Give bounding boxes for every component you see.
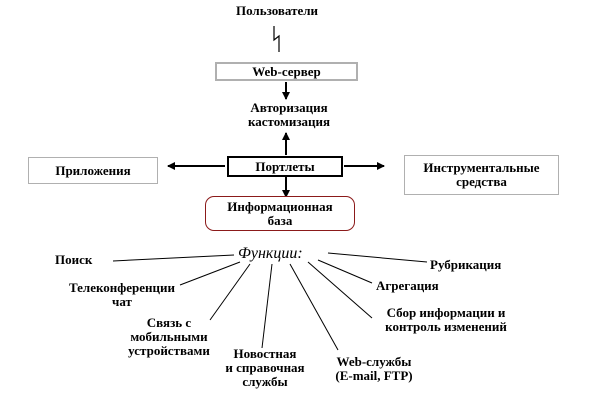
authorization-line-2: кастомизация	[247, 114, 331, 129]
function-news-line-2: и справочная	[225, 360, 305, 375]
function-search: Поиск	[55, 252, 93, 267]
function-web-services-line-2: (E-mail, FTP)	[335, 368, 413, 383]
function-mobile-line-3: устройствами	[128, 343, 210, 358]
function-teleconf-line-2: чат	[112, 294, 132, 309]
portlets-box: Портлеты	[227, 156, 343, 177]
spoke-collection	[307, 261, 373, 319]
function-collection: Сбор информации и контроль изменений	[366, 306, 526, 334]
spoke-search	[112, 254, 235, 262]
web-server-label: Web-сервер	[252, 64, 321, 79]
function-rubrication: Рубрикация	[430, 257, 502, 272]
info-base-box: Информационная база	[205, 196, 355, 231]
spoke-teleconf	[179, 261, 241, 286]
function-web-services: Web-службы (E-mail, FTP)	[318, 355, 430, 383]
tools-line-2: средства	[456, 174, 507, 189]
authorization-line-1: Авторизация	[250, 100, 328, 115]
applications-label: Приложения	[55, 163, 131, 178]
function-mobile-line-2: мобильными	[130, 329, 208, 344]
users-label: Пользователи	[235, 3, 319, 18]
spoke-web-services	[289, 263, 339, 351]
function-aggregation: Агрегация	[376, 278, 439, 293]
web-server-box: Web-сервер	[215, 62, 358, 81]
function-mobile: Связь с мобильными устройствами	[118, 316, 220, 358]
info-base-line-1: Информационная	[227, 199, 333, 214]
tools-box: Инструментальные средства	[404, 155, 559, 195]
spoke-mobile	[209, 263, 251, 321]
users-to-webserver-link	[273, 26, 280, 52]
functions-title: Функции:	[238, 245, 303, 262]
function-collection-line-1: Сбор информации и	[386, 305, 506, 320]
function-teleconf: Телеконференции чат	[57, 281, 187, 309]
spoke-aggregation	[317, 259, 373, 284]
spoke-news	[261, 263, 273, 349]
applications-box: Приложения	[28, 157, 158, 184]
function-mobile-line-1: Связь с	[146, 315, 192, 330]
portlets-label: Портлеты	[255, 159, 315, 174]
function-teleconf-line-1: Телеконференции	[68, 280, 176, 295]
tools-line-1: Инструментальные	[423, 160, 540, 175]
function-news-line-1: Новостная	[233, 346, 297, 361]
function-news-line-3: службы	[242, 374, 288, 389]
info-base-line-2: база	[267, 213, 293, 228]
spoke-rubrication	[327, 252, 428, 263]
function-news: Новостная и справочная службы	[220, 347, 310, 389]
function-web-services-line-1: Web-службы	[336, 354, 412, 369]
authorization-label: Авторизация кастомизация	[219, 101, 359, 129]
function-collection-line-2: контроль изменений	[385, 319, 507, 334]
